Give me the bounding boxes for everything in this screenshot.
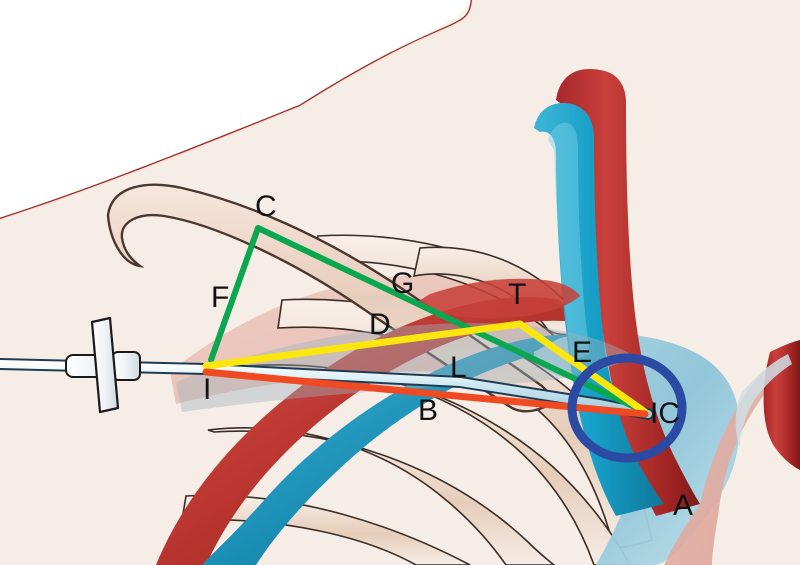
artery-branch-lower	[664, 348, 798, 565]
subclavian-vein	[202, 334, 614, 565]
label-G: G	[391, 267, 415, 300]
label-D: D	[369, 308, 391, 341]
subclavian-artery	[156, 296, 576, 565]
target-circle	[567, 353, 687, 463]
green-measurement-line	[208, 225, 648, 415]
white-cutout	[0, 0, 472, 218]
catheter	[0, 316, 654, 420]
vessel-stump-highlight	[735, 354, 792, 448]
jugular-highlight	[548, 122, 590, 360]
internal-jugular-vein	[534, 103, 664, 516]
label-I: I	[203, 373, 212, 406]
clavicle	[106, 183, 558, 413]
thoracic-vessel	[414, 278, 580, 319]
label-B: B	[418, 394, 439, 427]
label-C: C	[255, 190, 277, 223]
pleura-shadow	[176, 323, 634, 412]
label-E: E	[572, 336, 593, 369]
label-L: L	[450, 351, 467, 384]
yellow-measurement-line	[202, 320, 649, 416]
label-T: T	[508, 278, 527, 311]
label-A: A	[673, 489, 694, 522]
catheter-wing	[90, 316, 120, 414]
label-IC: IC	[650, 397, 680, 430]
label-F: F	[211, 281, 230, 314]
